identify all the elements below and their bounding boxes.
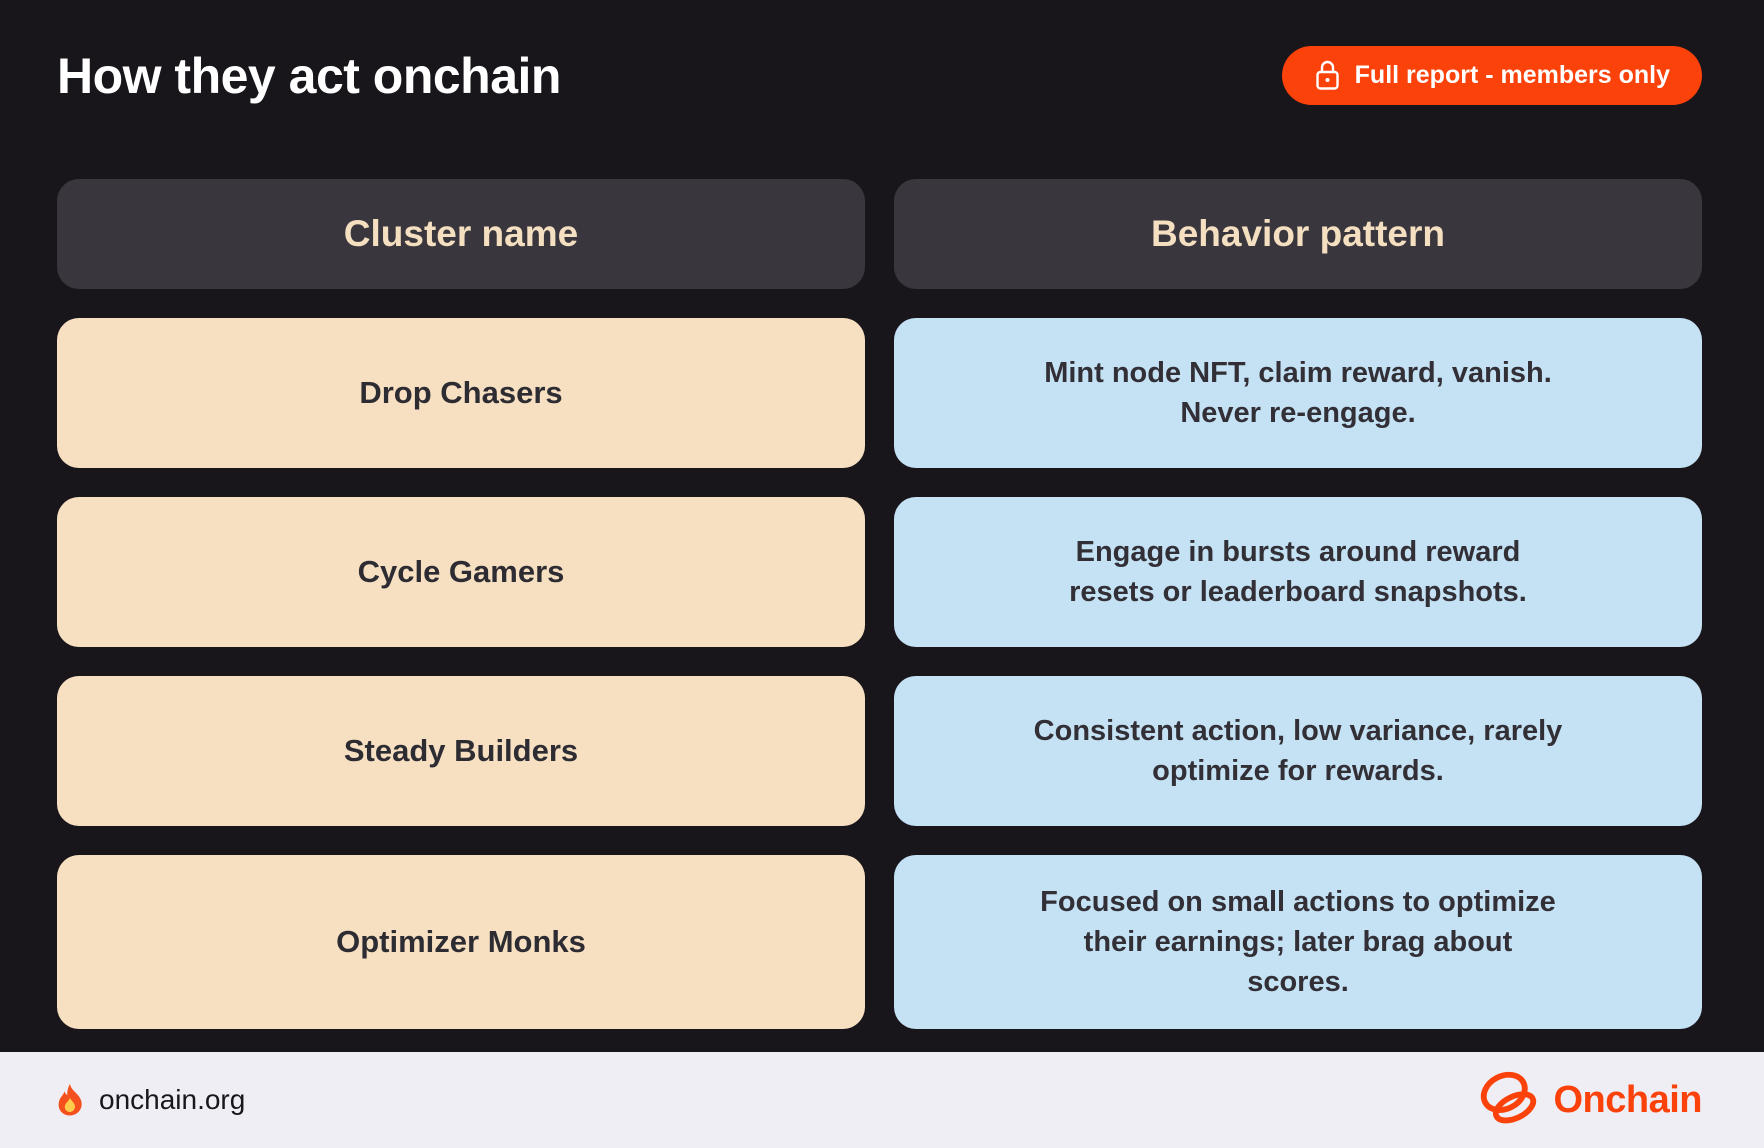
- behavior-text: Engage in bursts around reward resets or…: [1069, 535, 1527, 608]
- behavior-table: Cluster name Behavior pattern Drop Chase…: [57, 179, 1702, 1029]
- full-report-button[interactable]: Full report - members only: [1281, 46, 1702, 105]
- cluster-cell-cycle-gamers: Cycle Gamers: [57, 497, 865, 647]
- full-report-button-label: Full report - members only: [1354, 61, 1670, 89]
- cluster-cell-steady-builders: Steady Builders: [57, 676, 865, 826]
- main-content: How they act onchain Full report - membe…: [57, 46, 1702, 1029]
- cluster-name: Drop Chasers: [359, 375, 563, 410]
- behavior-cell-steady-builders: Consistent action, low variance, rarely …: [894, 676, 1702, 826]
- knot-icon: [1475, 1069, 1541, 1132]
- behavior-cell-drop-chasers: Mint node NFT, claim reward, vanish. Nev…: [894, 318, 1702, 468]
- cluster-cell-drop-chasers: Drop Chasers: [57, 318, 865, 468]
- cluster-name: Optimizer Monks: [336, 924, 586, 959]
- cluster-name: Steady Builders: [343, 733, 579, 768]
- footer: onchain.org Onchain: [0, 1052, 1764, 1148]
- behavior-cell-cycle-gamers: Engage in bursts around reward resets or…: [894, 497, 1702, 647]
- column-header-behavior-label: Behavior pattern: [1150, 213, 1445, 254]
- column-header-cluster-label: Cluster name: [343, 213, 579, 254]
- column-header-cluster: Cluster name: [57, 179, 865, 289]
- behavior-text: Focused on small actions to optimize the…: [1040, 885, 1556, 998]
- brand-wordmark: Onchain: [1553, 1078, 1702, 1121]
- behavior-cell-optimizer-monks: Focused on small actions to optimize the…: [894, 855, 1702, 1029]
- top-bar: How they act onchain Full report - membe…: [57, 46, 1702, 105]
- column-header-behavior: Behavior pattern: [894, 179, 1702, 289]
- site-link-label: onchain.org: [99, 1084, 246, 1115]
- cluster-name: Cycle Gamers: [357, 554, 565, 589]
- lock-icon: [1314, 60, 1341, 91]
- behavior-text: Mint node NFT, claim reward, vanish. Nev…: [1044, 356, 1552, 429]
- page-title: How they act onchain: [57, 47, 561, 104]
- cluster-cell-optimizer-monks: Optimizer Monks: [57, 855, 865, 1029]
- site-link[interactable]: onchain.org: [57, 1084, 245, 1116]
- flame-icon: [57, 1084, 83, 1116]
- behavior-text: Consistent action, low variance, rarely …: [1033, 714, 1563, 787]
- brand-logo: Onchain: [1475, 1069, 1702, 1132]
